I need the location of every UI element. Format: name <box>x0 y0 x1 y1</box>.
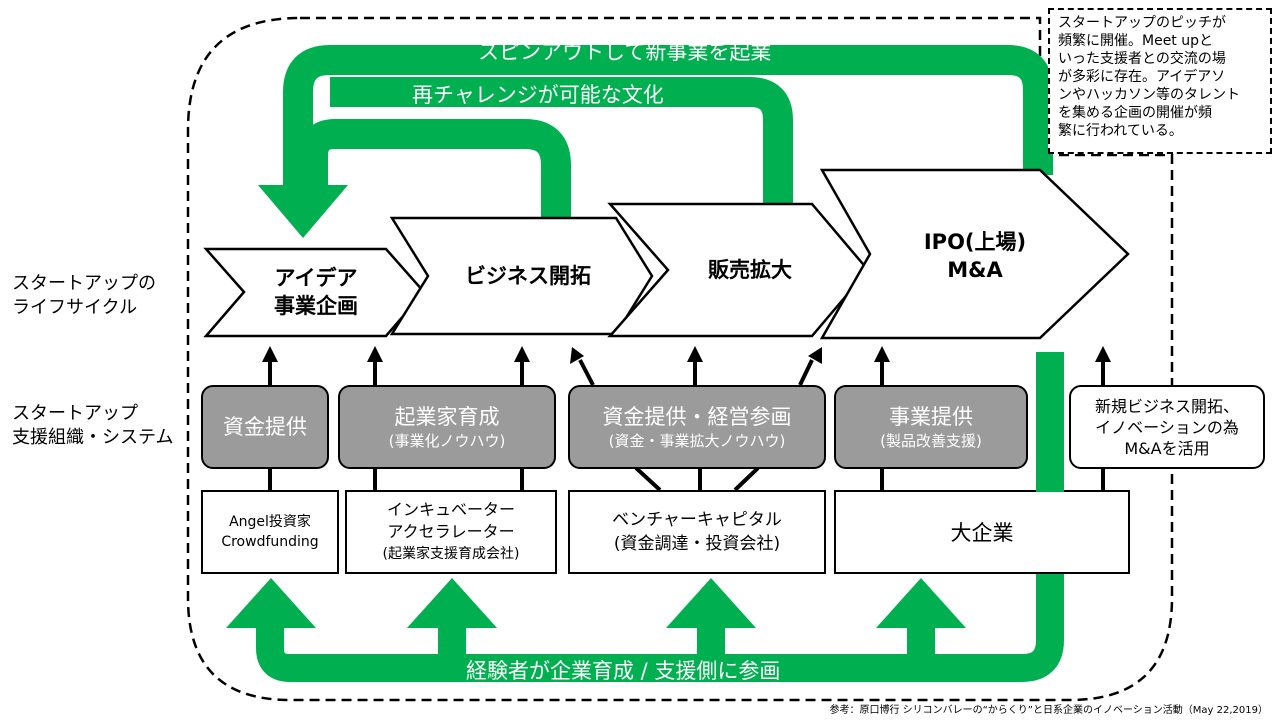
stage-idea-label: アイデア 事業企画 <box>274 266 358 318</box>
arrowheads <box>262 346 1111 364</box>
stage-sales-label: 販売拡大 <box>708 258 792 282</box>
support-box-business-provision: 事業提供 (製品改善支援) <box>834 385 1028 469</box>
up-arrow-1 <box>226 578 316 628</box>
experienced-label: 経験者が企業育成 / 支援側に参画 <box>466 659 781 683</box>
new-business-box: 新規ビジネス開拓、 イノベーションの為 M&Aを活用 <box>1069 385 1265 469</box>
stage-business-label: ビジネス開拓 <box>465 264 591 288</box>
stage-chevron-sales <box>607 202 870 338</box>
org-box-angel: Angel投資家 Crowdfunding <box>201 490 339 574</box>
loop-arrowhead <box>258 185 348 238</box>
inner-loop <box>298 119 571 220</box>
ecosystem-boundary <box>186 16 1174 702</box>
org-box-vc: ベンチャーキャピタル (資金調達・投資会社) <box>568 490 826 574</box>
support-box-entrepreneur-training: 起業家育成 (事業化ノウハウ) <box>338 385 556 469</box>
note-box: スタートアップのピッチが 頻繁に開催。Meet upと いった支援者との交流の場… <box>1048 8 1272 154</box>
org-box-incubator: インキュベーター アクセラレーター (起業家支援育成会社) <box>345 490 557 574</box>
reference-footer: 参考：原口博行 シリコンバレーの“からくり”と日系企業のイノベーション活動（Ma… <box>829 705 1268 716</box>
rechallenge-label: 再チャレンジが可能な文化 <box>412 83 664 107</box>
experienced-loop-segment <box>1036 352 1064 492</box>
support-box-funding-management: 資金提供・経営参画 (資金・事業拡大ノウハウ) <box>568 385 826 469</box>
spinout-loop <box>283 45 1053 205</box>
rechallenge-loop <box>330 77 793 210</box>
support-box-funding: 資金提供 <box>201 385 329 469</box>
up-arrow-4 <box>876 578 966 628</box>
org-box-large-company: 大企業 <box>834 490 1130 574</box>
experienced-loop <box>256 352 1064 682</box>
up-arrow-3 <box>666 578 756 628</box>
stage-ipo-label: IPO(上場) M&A <box>923 230 1027 282</box>
support-arrows <box>268 359 1105 492</box>
stage-chevron-ipo <box>819 168 1130 340</box>
stage-chevron-idea <box>203 247 426 338</box>
up-arrow-2 <box>407 578 497 628</box>
support-label: スタートアップ 支援組織・システム <box>12 403 174 448</box>
spinout-label: スピンアウトして新事業を起業 <box>478 40 772 64</box>
lifecycle-label: スタートアップの ライフサイクル <box>12 273 156 318</box>
